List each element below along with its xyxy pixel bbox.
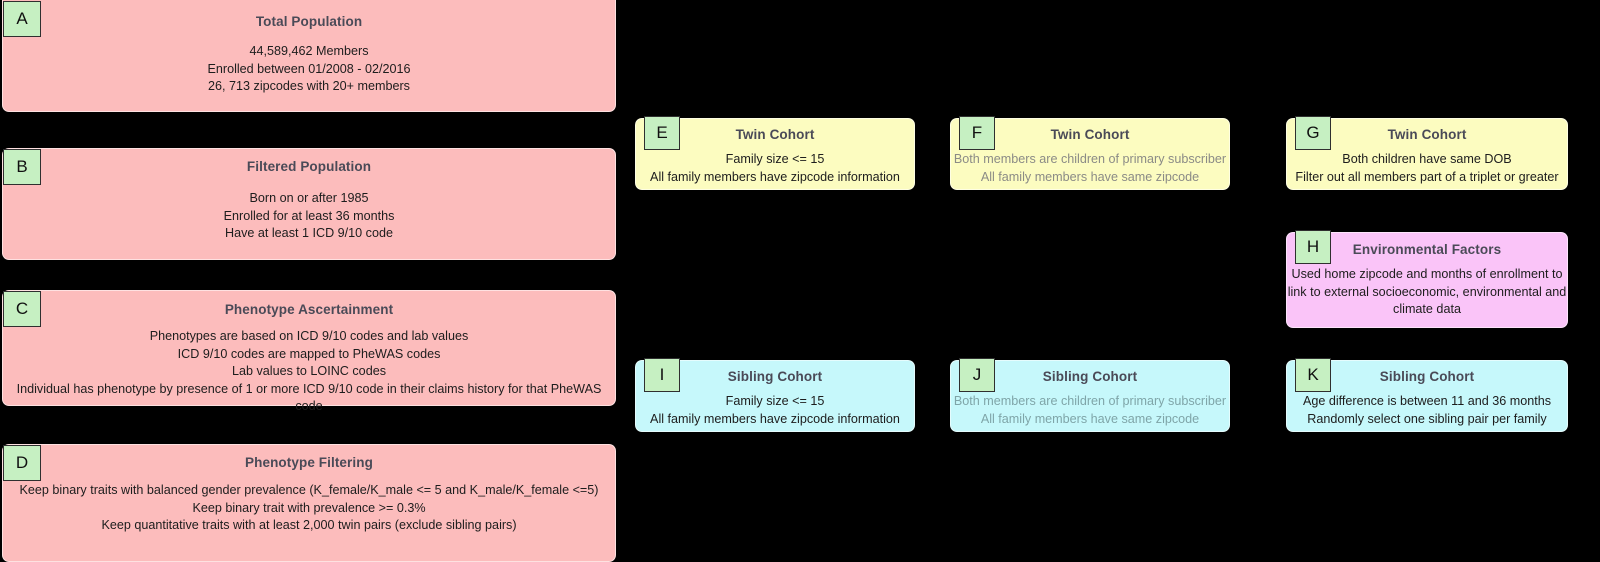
panel-d-badge: D (3, 445, 41, 481)
panel-e-twin-cohort[interactable]: E Twin Cohort Family size <= 15 All fami… (635, 116, 915, 190)
panel-c-body: Phenotypes are based on ICD 9/10 codes a… (3, 328, 615, 416)
panel-g-badge: G (1295, 116, 1331, 150)
panel-f-title: Twin Cohort (1050, 127, 1130, 142)
panel-h-line-3: climate data (1393, 302, 1461, 316)
panel-d-line-3: Keep quantitative traits with at least 2… (101, 518, 517, 532)
panel-i-badge: I (644, 358, 680, 392)
panel-e-line-2: All family members have zipcode informat… (650, 169, 900, 184)
panel-h-line-1: Used home zipcode and months of enrollme… (1291, 267, 1563, 281)
panel-e-line-1: Family size <= 15 (725, 152, 825, 166)
panel-d-line-1: Keep binary traits with balanced gender … (19, 483, 599, 497)
panel-i-sibling-cohort[interactable]: I Sibling Cohort Family size <= 15 All f… (635, 358, 915, 432)
panel-h-title: Environmental Factors (1352, 242, 1502, 257)
panel-f-twin-cohort[interactable]: F Twin Cohort Both members are children … (950, 116, 1230, 190)
panel-c-line-4: Individual has phenotype by presence of … (16, 381, 602, 414)
panel-g-line-2: Filter out all members part of a triplet… (1295, 169, 1559, 184)
panel-a-line-3: 26, 713 zipcodes with 20+ members (208, 79, 410, 93)
panel-h-body: Used home zipcode and months of enrollme… (1287, 266, 1567, 319)
panel-f-badge: F (959, 116, 995, 150)
panel-e-title: Twin Cohort (735, 127, 815, 142)
panel-j-line-1: Both members are children of primary sub… (953, 394, 1227, 408)
panel-i-body: Family size <= 15 All family members hav… (636, 393, 914, 428)
panel-i-line-2: All family members have zipcode informat… (650, 411, 900, 426)
panel-j-title: Sibling Cohort (1042, 369, 1138, 384)
panel-g-line-1: Both children have same DOB (1342, 152, 1512, 166)
panel-j-badge: J (959, 358, 995, 392)
panel-b-filtered-population[interactable]: B Filtered Population Born on or after 1… (2, 148, 616, 260)
panel-i-title: Sibling Cohort (727, 369, 823, 384)
panel-b-body: Born on or after 1985 Enrolled for at le… (3, 190, 615, 243)
panel-c-title: Phenotype Ascertainment (224, 302, 394, 317)
panel-g-body: Both children have same DOB Filter out a… (1287, 151, 1567, 186)
panel-f-body: Both members are children of primary sub… (951, 151, 1229, 186)
panel-b-line-3: Have at least 1 ICD 9/10 code (224, 226, 393, 240)
panel-c-badge: C (3, 291, 41, 327)
panel-a-line-2: Enrolled between 01/2008 - 02/2016 (207, 61, 411, 76)
panel-g-twin-cohort[interactable]: G Twin Cohort Both children have same DO… (1286, 116, 1568, 190)
panel-k-line-2: Randomly select one sibling pair per fam… (1307, 411, 1547, 426)
panel-e-badge: E (644, 116, 680, 150)
panel-h-line-2: link to external socioeconomic, environm… (1287, 284, 1567, 299)
panel-b-line-2: Enrolled for at least 36 months (223, 208, 395, 223)
panel-a-body: 44,589,462 Members Enrolled between 01/2… (3, 43, 615, 96)
panel-e-body: Family size <= 15 All family members hav… (636, 151, 914, 186)
panel-b-badge: B (3, 149, 41, 185)
panel-k-line-1: Age difference is between 11 and 36 mont… (1302, 394, 1552, 408)
panel-d-phenotype-filtering[interactable]: D Phenotype Filtering Keep binary traits… (2, 444, 616, 562)
panel-a-badge: A (3, 1, 41, 37)
panel-h-environmental-factors[interactable]: H Environmental Factors Used home zipcod… (1286, 230, 1568, 328)
panel-c-line-1: Phenotypes are based on ICD 9/10 codes a… (149, 329, 469, 343)
panel-d-line-2: Keep binary trait with prevalence >= 0.3… (192, 500, 426, 515)
panel-c-line-3: Lab values to LOINC codes (231, 364, 386, 378)
panel-a-total-population[interactable]: A Total Population 44,589,462 Members En… (2, 0, 616, 112)
panel-b-line-1: Born on or after 1985 (249, 191, 369, 205)
panel-f-line-1: Both members are children of primary sub… (953, 152, 1227, 166)
panel-c-line-2: ICD 9/10 codes are mapped to PheWAS code… (177, 346, 441, 361)
panel-j-line-2: All family members have same zipcode (980, 411, 1200, 426)
panel-k-sibling-cohort[interactable]: K Sibling Cohort Age difference is betwe… (1286, 358, 1568, 432)
panel-h-badge: H (1295, 230, 1331, 264)
panel-g-title: Twin Cohort (1387, 127, 1467, 142)
panel-f-line-2: All family members have same zipcode (980, 169, 1200, 184)
panel-a-line-1: 44,589,462 Members (249, 44, 369, 58)
panel-d-title: Phenotype Filtering (245, 455, 373, 470)
panel-k-badge: K (1295, 358, 1331, 392)
panel-b-title: Filtered Population (246, 159, 372, 174)
panel-a-title: Total Population (255, 14, 363, 29)
panel-c-phenotype-ascertainment[interactable]: C Phenotype Ascertainment Phenotypes are… (2, 290, 616, 413)
panel-i-line-1: Family size <= 15 (725, 394, 825, 408)
panel-d-body: Keep binary traits with balanced gender … (3, 482, 615, 535)
panel-k-body: Age difference is between 11 and 36 mont… (1287, 393, 1567, 428)
panel-j-sibling-cohort[interactable]: J Sibling Cohort Both members are childr… (950, 358, 1230, 432)
panel-k-title: Sibling Cohort (1379, 369, 1475, 384)
panel-j-body: Both members are children of primary sub… (951, 393, 1229, 428)
